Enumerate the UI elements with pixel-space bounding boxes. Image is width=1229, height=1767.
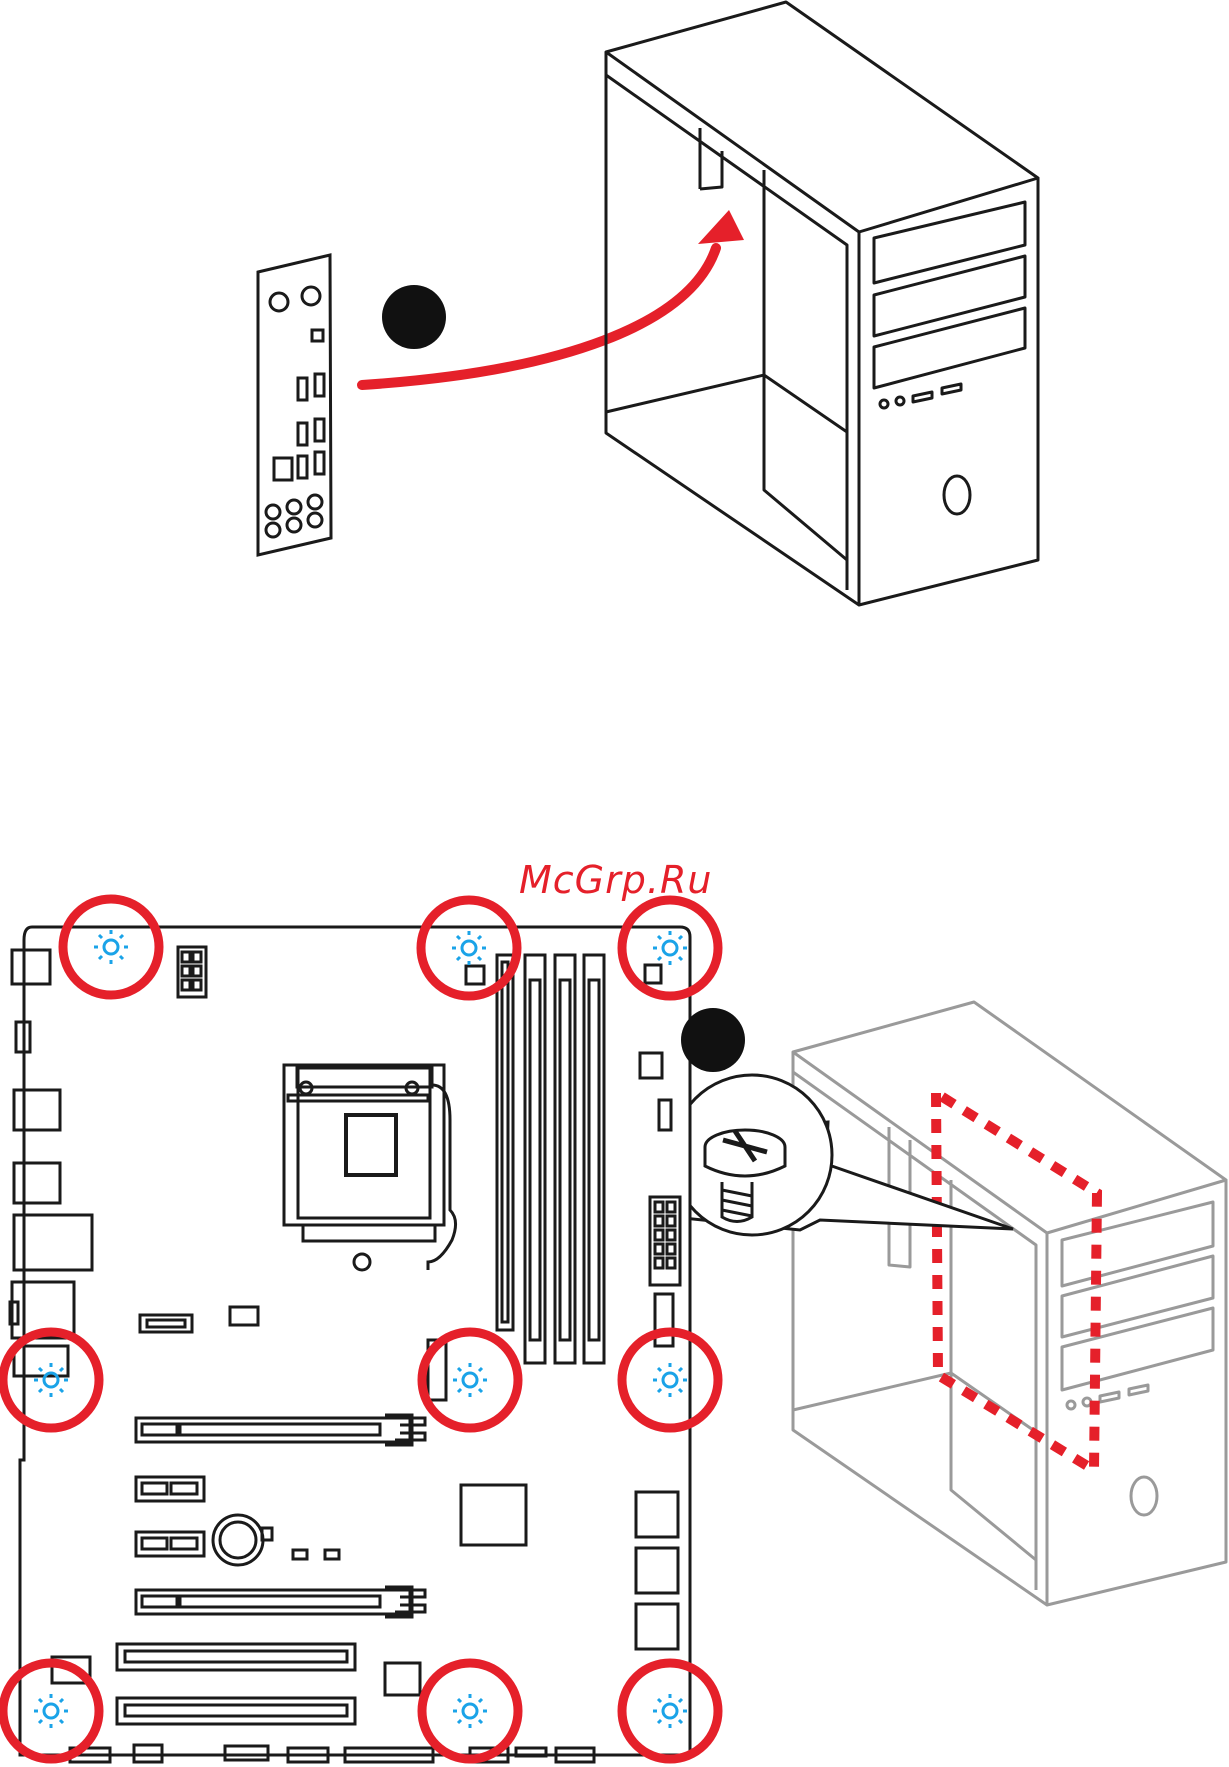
- io-shield: [258, 255, 331, 555]
- pc-case-faded: [793, 1002, 1226, 1605]
- step-bullet-2: [681, 1008, 745, 1072]
- motherboard: [10, 927, 690, 1762]
- placement-outline: [936, 1093, 1097, 1470]
- step-bullet-1: [382, 285, 446, 349]
